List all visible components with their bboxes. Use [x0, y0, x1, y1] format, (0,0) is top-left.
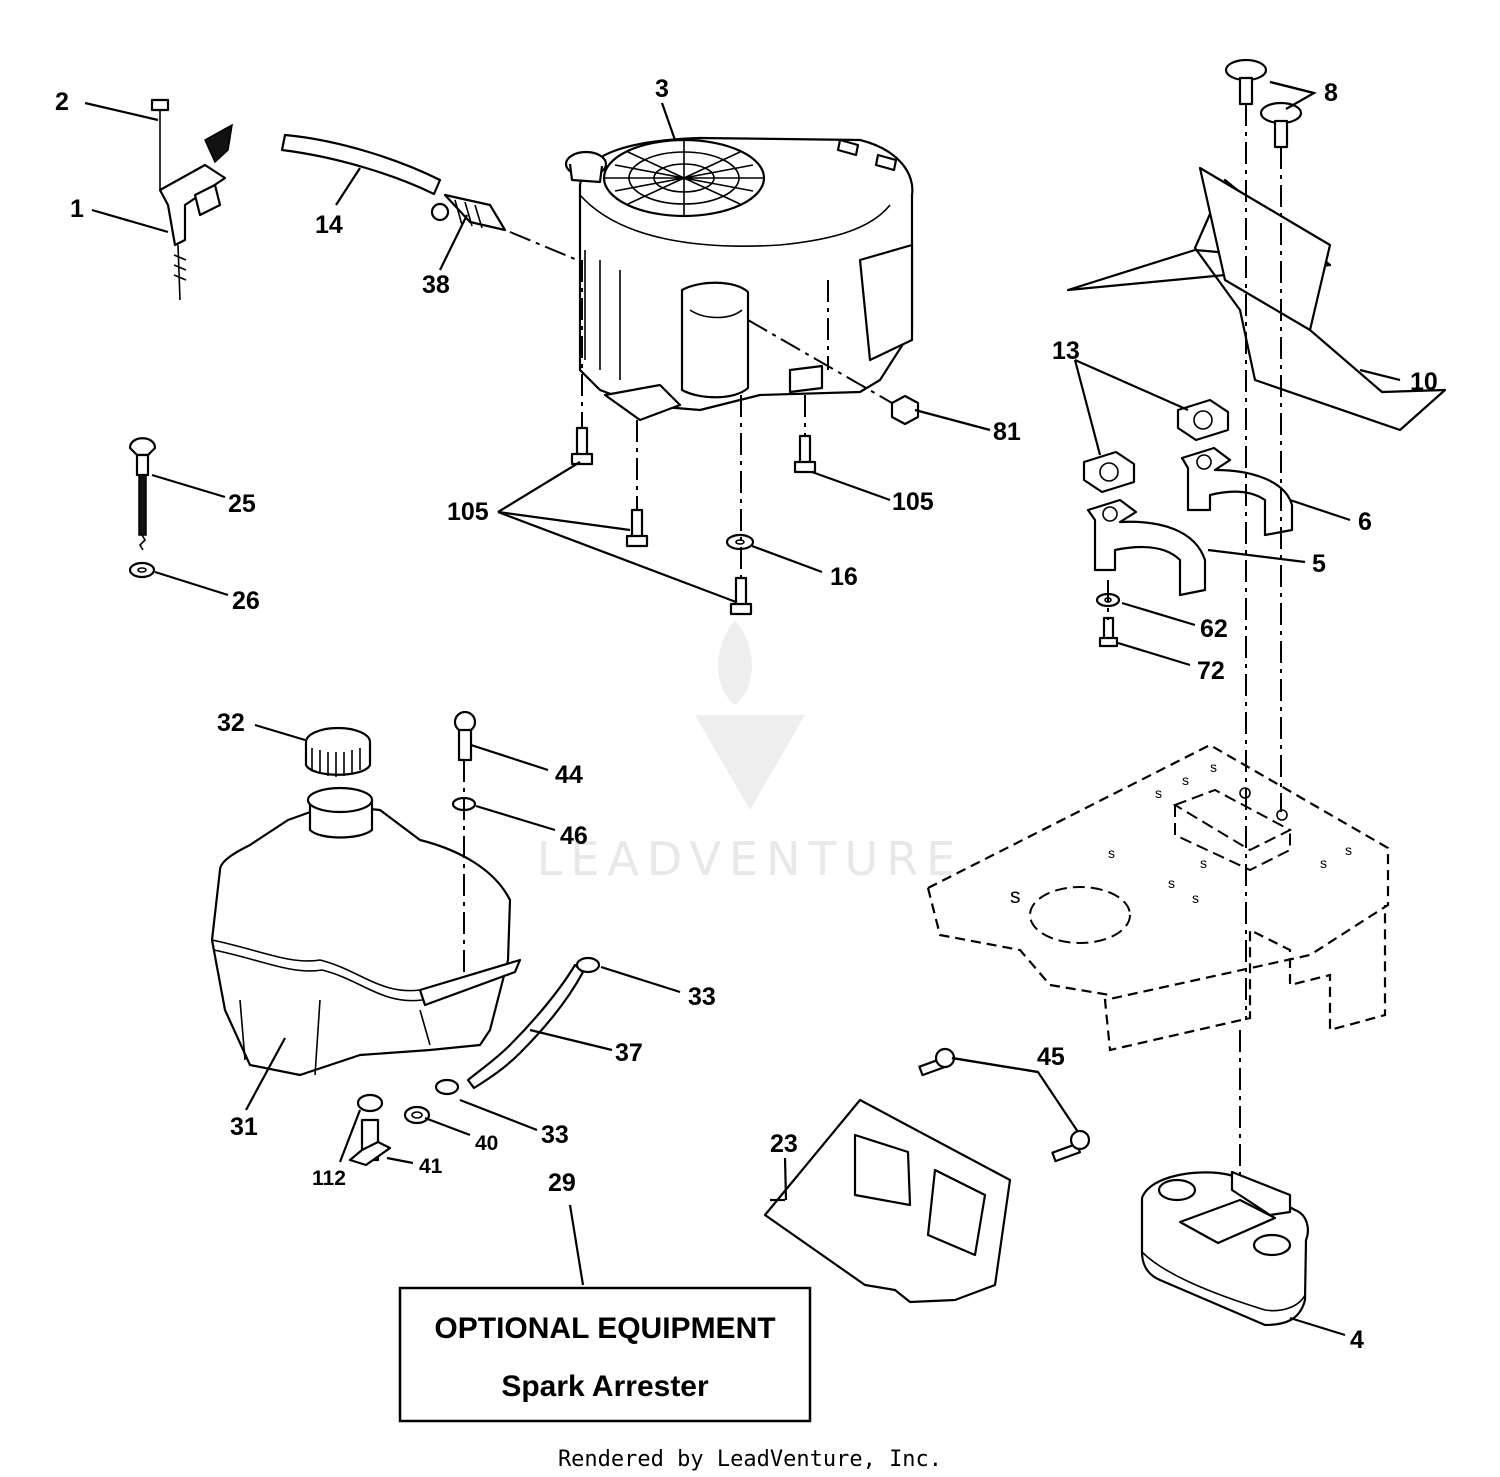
dipstick-washer [128, 561, 156, 579]
hose-clamps [434, 956, 601, 1096]
callout-40: 40 [475, 1132, 498, 1155]
tractor-frame: s s s s s s s s s s [926, 743, 1390, 1052]
svg-text:s: s [1010, 885, 1021, 908]
svg-text:s: s [1155, 785, 1162, 801]
engine-bolts [570, 426, 817, 616]
tank-screw [453, 710, 477, 762]
spark-shield-plate [763, 1098, 1012, 1304]
svg-text:s: s [1200, 855, 1207, 871]
callout-labels: 2 1 3 8 10 13 6 5 62 72 14 38 81 105 105… [55, 75, 1438, 1354]
callout-81: 81 [993, 418, 1021, 446]
callout-14: 14 [315, 211, 343, 239]
callout-112: 112 [312, 1167, 346, 1190]
shield-screws [1224, 58, 1303, 149]
callout-44: 44 [555, 761, 583, 789]
muffler [1140, 1170, 1309, 1327]
lock-washer [725, 533, 755, 551]
fuel-grommet [356, 1093, 384, 1113]
frame-center-lines [1107, 104, 1282, 1175]
callout-105-left: 105 [447, 498, 489, 526]
nut [890, 394, 920, 426]
callout-3: 3 [655, 75, 669, 103]
svg-text:s: s [1192, 890, 1199, 906]
tank-bushing [403, 1105, 431, 1125]
footer-credit: Rendered by LeadVenture, Inc. [558, 1447, 942, 1472]
leader-lines [84, 80, 1401, 1337]
hose-clamp-fitting [430, 193, 507, 232]
callout-41: 41 [419, 1155, 443, 1178]
callout-26: 26 [232, 587, 260, 615]
callout-6: 6 [1358, 508, 1372, 536]
callout-31: 31 [230, 1113, 258, 1141]
shield-plate-screws [918, 1047, 1091, 1163]
spark-arrester-label: Spark Arrester [501, 1370, 709, 1403]
exhaust-gaskets [1082, 398, 1230, 494]
callout-33-upper: 33 [688, 983, 716, 1011]
callout-45: 45 [1037, 1043, 1065, 1071]
callout-105-right: 105 [892, 488, 934, 516]
engine [564, 136, 914, 422]
exhaust-pipe-5 [1086, 498, 1207, 597]
fuel-line [466, 963, 585, 1090]
svg-text:s: s [1210, 759, 1217, 775]
callout-5: 5 [1312, 550, 1326, 578]
svg-text:s: s [1168, 875, 1175, 891]
fuel-cap [304, 726, 372, 777]
shutoff-valve [348, 1118, 392, 1167]
callout-33-lower: 33 [541, 1121, 569, 1149]
dipstick [128, 437, 157, 551]
svg-text:s: s [1345, 842, 1352, 858]
callout-25: 25 [228, 490, 256, 518]
optional-equipment-title: OPTIONAL EQUIPMENT [434, 1312, 775, 1345]
heat-shield [1066, 166, 1447, 432]
exhaust-pipe-6 [1180, 446, 1294, 537]
callout-8: 8 [1324, 79, 1338, 107]
fuel-tank [210, 786, 522, 1077]
callout-1: 1 [70, 195, 84, 223]
callout-23: 23 [770, 1130, 798, 1158]
callout-13: 13 [1052, 337, 1080, 365]
callout-2: 2 [55, 88, 69, 116]
leadventure-watermark: LEADVENTURE [537, 620, 964, 886]
optional-equipment-box: OPTIONAL EQUIPMENT Spark Arrester [398, 1286, 812, 1423]
throttle-control [150, 98, 233, 301]
callout-16: 16 [830, 563, 858, 591]
callout-37: 37 [615, 1039, 643, 1067]
svg-text:s: s [1108, 845, 1115, 861]
frame-holes: s s s s s s s s s s [1010, 759, 1352, 908]
svg-text:s: s [1320, 855, 1327, 871]
engine-center-lines [509, 231, 893, 578]
fuel-hose [280, 133, 442, 196]
callout-62: 62 [1200, 615, 1228, 643]
callout-72: 72 [1197, 657, 1225, 685]
watermark-text: LEADVENTURE [537, 832, 964, 886]
callout-46: 46 [560, 822, 588, 850]
bolt-72 [1098, 616, 1119, 648]
callout-29: 29 [548, 1169, 576, 1197]
callout-4: 4 [1350, 1326, 1364, 1354]
callout-10: 10 [1410, 368, 1438, 396]
callout-32: 32 [217, 709, 245, 737]
callout-38: 38 [422, 271, 450, 299]
svg-text:s: s [1182, 772, 1189, 788]
